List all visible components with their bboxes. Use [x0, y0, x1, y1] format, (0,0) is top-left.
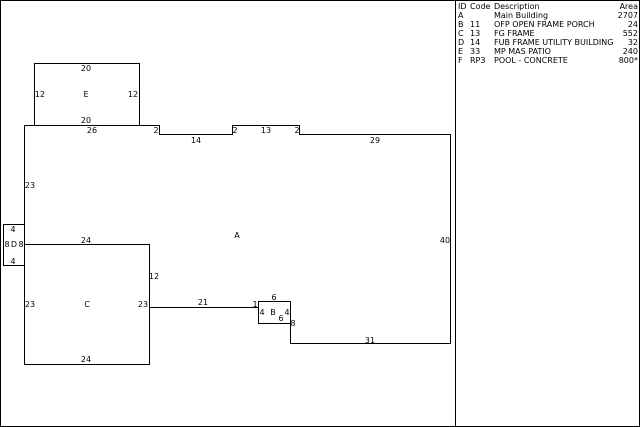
legend-description: FUB FRAME UTILITY BUILDING [494, 38, 614, 47]
legend-id: B [458, 20, 464, 29]
legend-description: FG FRAME [494, 29, 535, 38]
dim-label: 12 [35, 90, 45, 99]
legend-description: POOL - CONCRETE [494, 56, 568, 65]
legend-code: 11 [470, 20, 481, 29]
dim-label: 14 [191, 136, 201, 145]
legend-area: 240 [622, 47, 638, 56]
legend-row: B 11 OFP OPEN FRAME PORCH 24 [456, 20, 638, 29]
dim-label: 2 [294, 126, 299, 135]
legend-id: C [458, 29, 464, 38]
dim-label: 6 [271, 293, 276, 302]
dim-label: 20 [81, 64, 91, 73]
legend-area: 24 [627, 20, 638, 29]
dim-label: 8 [18, 240, 23, 249]
legend-header-code: Code [470, 2, 491, 11]
legend-code: 13 [470, 29, 481, 38]
dim-label: 23 [25, 181, 35, 190]
dim-label: 2 [232, 126, 237, 135]
legend-area: 552 [622, 29, 638, 38]
legend-area: 800* [618, 56, 638, 65]
legend-description: Main Building [494, 11, 549, 20]
legend-row: A Main Building 2707 [456, 11, 638, 20]
area-label-b: B [270, 308, 276, 317]
legend-code: RP3 [470, 56, 486, 65]
dim-label: 20 [81, 116, 91, 125]
dim-label: 26 [87, 126, 97, 135]
dim-label: 21 [198, 298, 208, 307]
area-d-outline [3, 224, 25, 266]
area-a-outline [24, 125, 451, 344]
area-b-outline [258, 301, 291, 324]
dim-label: 12 [149, 272, 159, 281]
dim-label: 13 [261, 126, 271, 135]
area-label-d: D [11, 240, 17, 249]
legend-header-row: ID Code Description Area [456, 2, 638, 11]
dim-label: 24 [81, 355, 91, 364]
dim-label: 4 [10, 257, 15, 266]
area-c-outline [24, 244, 150, 365]
legend-area: 32 [627, 38, 638, 47]
area-label-e: E [83, 90, 88, 99]
legend-description: OFP OPEN FRAME PORCH [494, 20, 595, 29]
building-sketch: E A C B D 20 12 12 20 26 2 14 2 13 2 29 … [3, 63, 451, 365]
legend-header-id: ID [458, 2, 467, 11]
area-label-c: C [84, 300, 90, 309]
dim-label: 29 [370, 136, 380, 145]
legend-id: A [458, 11, 464, 20]
dim-label: 6 [278, 314, 283, 323]
dim-label: 40 [440, 236, 450, 245]
dim-label: 4 [284, 308, 289, 317]
dim-label: 23 [25, 300, 35, 309]
area-legend: ID Code Description Area A Main Building… [456, 2, 638, 65]
dim-label: 8 [290, 319, 295, 328]
legend-row: E 33 MP MAS PATIO 240 [456, 47, 638, 56]
dim-label: 8 [4, 240, 9, 249]
legend-header-description: Description [494, 2, 540, 11]
dim-label: 4 [259, 308, 264, 317]
legend-row: D 14 FUB FRAME UTILITY BUILDING 32 [456, 38, 638, 47]
area-label-a: A [234, 231, 240, 240]
dim-label: 23 [138, 300, 148, 309]
dim-label: 1 [252, 300, 257, 309]
legend-id: D [458, 38, 465, 47]
dim-label: 12 [128, 90, 138, 99]
dim-label: 31 [365, 336, 375, 345]
legend-code: 14 [470, 38, 481, 47]
legend-header-area: Area [619, 2, 638, 11]
legend-id: F [458, 56, 463, 65]
dim-label: 24 [81, 236, 91, 245]
legend-row: C 13 FG FRAME 552 [456, 29, 638, 38]
dim-label: 4 [10, 225, 15, 234]
dim-label: 2 [153, 126, 158, 135]
legend-row: F RP3 POOL - CONCRETE 800* [456, 56, 638, 65]
legend-code: 33 [470, 47, 481, 56]
legend-id: E [458, 47, 464, 56]
legend-description: MP MAS PATIO [494, 47, 551, 56]
legend-area: 2707 [617, 11, 638, 20]
